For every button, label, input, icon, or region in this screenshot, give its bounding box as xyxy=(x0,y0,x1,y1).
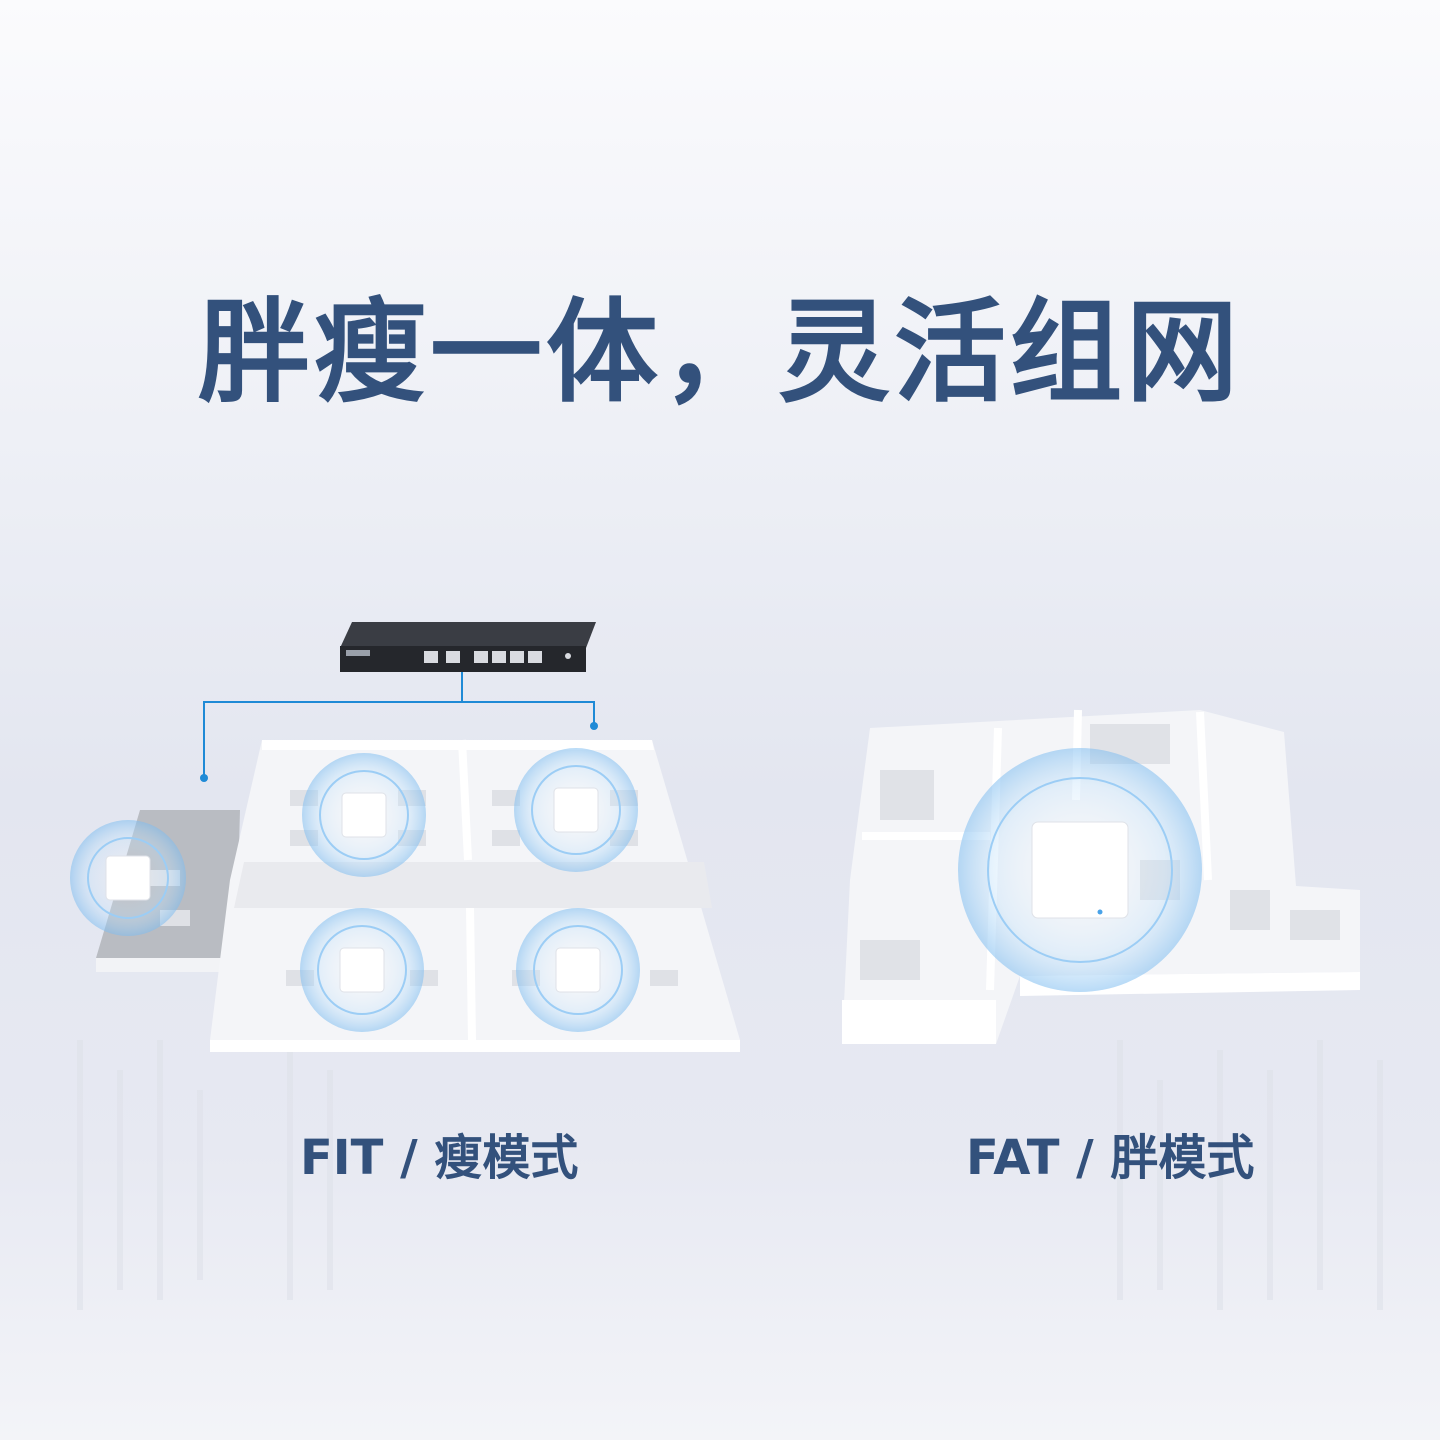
fit-access-point-2 xyxy=(302,753,426,877)
fit-access-point-1 xyxy=(70,820,186,936)
fat-mode-label: FAT / 胖模式 xyxy=(966,1130,1255,1186)
headline: 胖瘦一体，灵活组网 xyxy=(198,288,1242,418)
gateway-device xyxy=(340,622,596,672)
link-node-right xyxy=(590,722,598,730)
fat-access-point xyxy=(958,748,1202,992)
fit-mode-label: FIT / 瘦模式 xyxy=(300,1130,579,1186)
fit-access-point-5 xyxy=(516,908,640,1032)
fit-access-point-3 xyxy=(514,748,638,872)
fit-access-point-4 xyxy=(300,908,424,1032)
network-link xyxy=(203,672,595,778)
link-node-left xyxy=(200,774,208,782)
